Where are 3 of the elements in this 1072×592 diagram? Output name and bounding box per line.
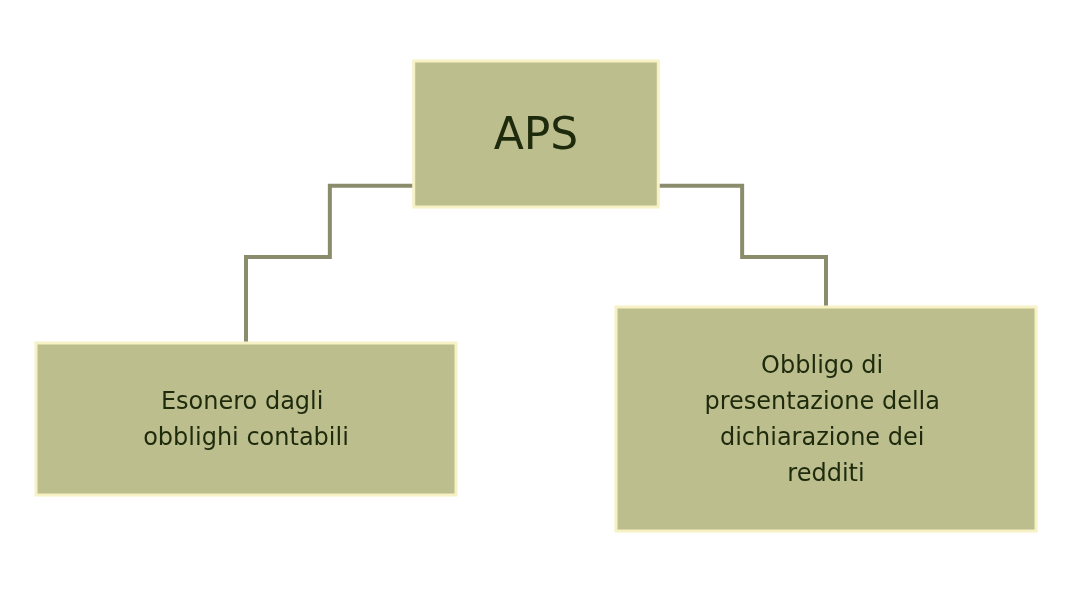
node-box: APS (412, 59, 660, 209)
node-box: Esonero dagli obblighi contabili (34, 341, 458, 497)
node-box: Obbligo di presentazione della dichiarazione dei redditi (614, 305, 1038, 533)
